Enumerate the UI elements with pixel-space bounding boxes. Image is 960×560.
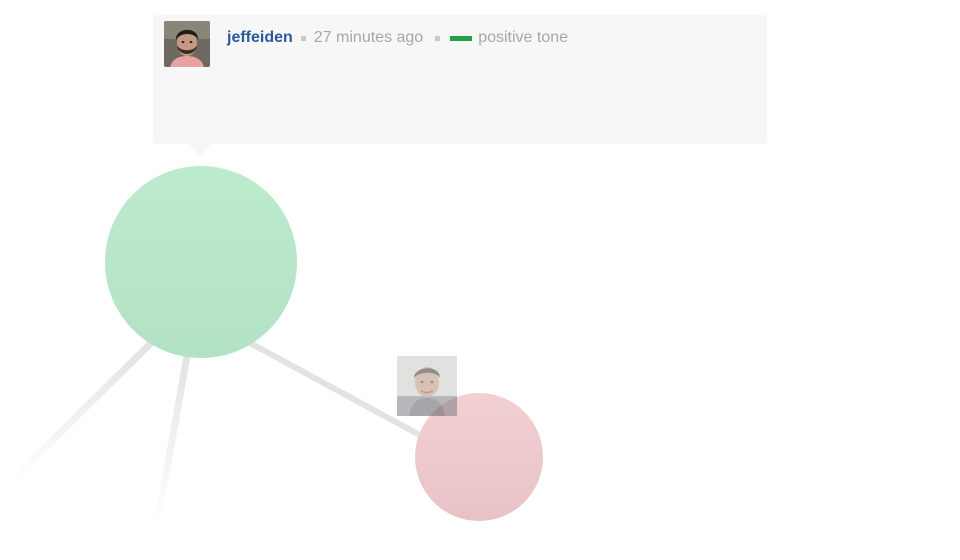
edge-line (6, 338, 156, 486)
author-username[interactable]: jeffeiden (227, 29, 293, 46)
user-avatar-icon (164, 21, 210, 67)
node-negative[interactable] (415, 393, 543, 521)
comment-timestamp: 27 minutes ago (313, 29, 424, 46)
tooltip-pointer (189, 144, 211, 158)
tone-label: positive tone (478, 29, 569, 46)
comment-meta: jeffeiden 27 minutes ago positive tone (227, 27, 568, 49)
separator-dot (300, 35, 306, 41)
node-positive[interactable] (105, 166, 297, 358)
edge-line (247, 340, 443, 449)
node-avatar[interactable] (397, 356, 457, 416)
user-avatar-icon (397, 356, 457, 416)
edge-line (153, 346, 192, 529)
separator-dot (435, 35, 441, 41)
author-avatar[interactable] (164, 21, 210, 67)
tone-indicator-icon (450, 35, 473, 41)
